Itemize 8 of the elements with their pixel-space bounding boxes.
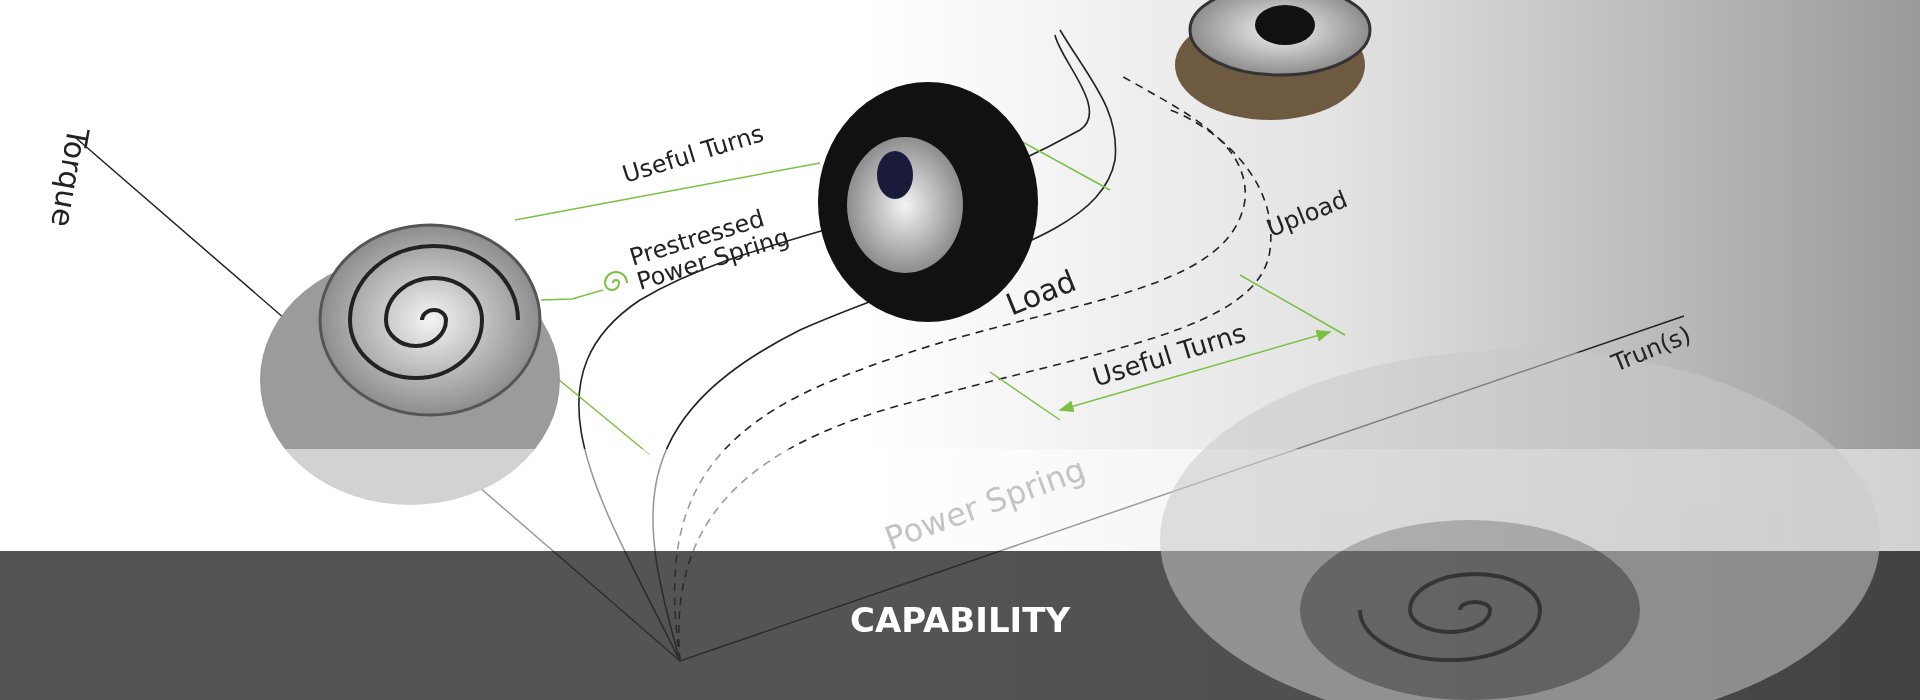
leader-line <box>540 289 604 301</box>
annotation-label: Useful Turns <box>619 119 768 189</box>
axis-label: Torque <box>44 125 96 230</box>
faint-label: Power Spring <box>879 450 1091 558</box>
banner-title: CAPABILITY <box>849 600 1071 640</box>
spring-drawing <box>260 223 560 505</box>
dimension-label: Useful Turns <box>1089 317 1250 393</box>
annotation-label: Load <box>1001 262 1081 323</box>
